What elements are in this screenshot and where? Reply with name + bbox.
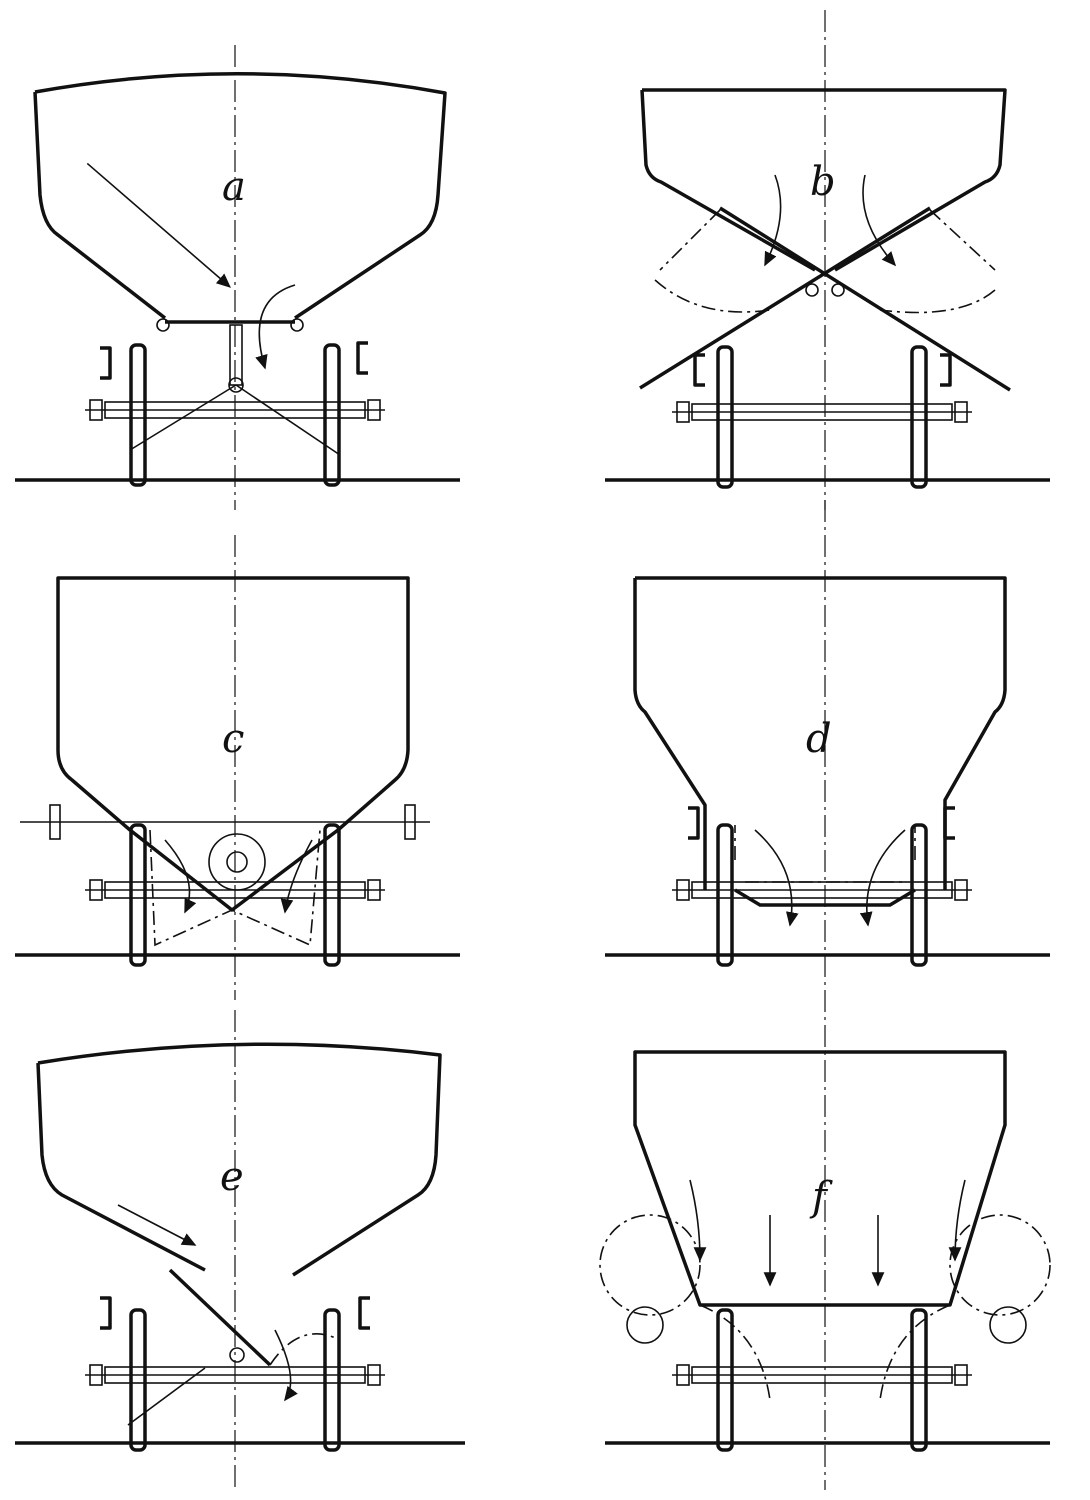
wheelset [670, 1308, 974, 1452]
hopper-body [34, 72, 447, 320]
panel-label: d [806, 716, 832, 762]
wheelset [670, 345, 974, 489]
hopper-body [56, 576, 410, 912]
panel-e: e [15, 1010, 465, 1490]
panel-c: c [15, 535, 460, 1000]
panel-label: c [222, 716, 244, 762]
panel-b: b [605, 10, 1050, 510]
hopper-body [635, 576, 1007, 890]
hopper-body [37, 1042, 442, 1277]
panel-d: d [605, 500, 1050, 985]
flow-arrow [255, 284, 296, 370]
wheelset [670, 823, 974, 967]
panel-f: f [599, 990, 1051, 1490]
panel-label: f [809, 1174, 833, 1220]
panel-label: e [220, 1154, 244, 1200]
panel-label: b [810, 159, 836, 205]
hopper-body [642, 88, 1007, 272]
panel-a: a [15, 45, 460, 510]
panel-label: a [222, 164, 246, 210]
